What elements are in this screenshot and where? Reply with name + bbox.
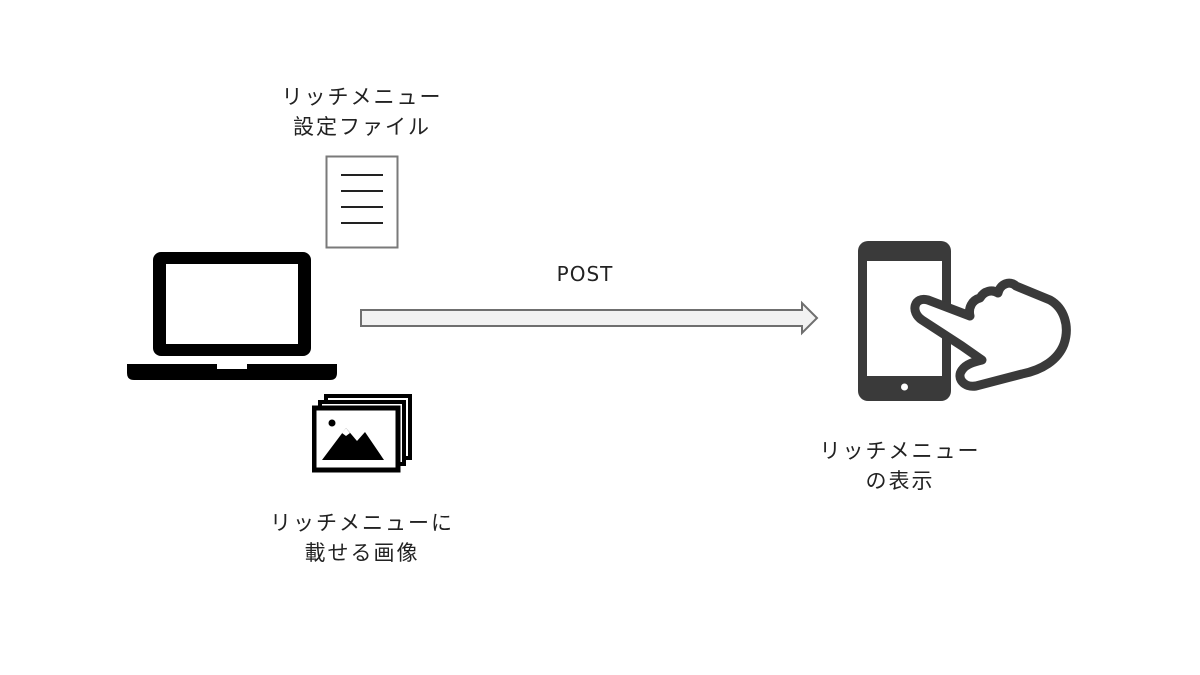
display-label-line-1: リッチメニュー [819,439,981,463]
document-icon [325,155,399,249]
laptop-icon [127,252,337,380]
post-label: POST [556,262,614,286]
images-icon [312,394,412,473]
images-label-line-2: 載せる画像 [304,541,420,565]
arrow-right-icon [360,300,819,336]
smartphone-tap-icon [858,241,1071,401]
config-file-label-line-1: リッチメニュー [281,85,443,109]
display-label: リッチメニュー の表示 [800,436,1000,496]
images-label-line-1: リッチメニューに [270,511,454,535]
display-label-line-2: の表示 [865,469,935,493]
config-file-label-line-2: 設定ファイル [293,115,431,139]
config-file-label: リッチメニュー 設定ファイル [262,82,462,142]
images-label: リッチメニューに 載せる画像 [252,508,472,568]
